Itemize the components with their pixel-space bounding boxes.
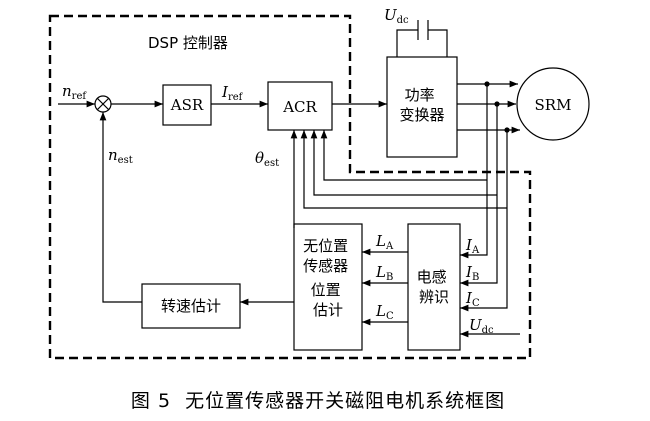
dsp-boundary	[48, 14, 532, 360]
label-l-b: LB	[375, 263, 393, 283]
label-i-a: IA	[465, 236, 480, 256]
asr-label: ASR	[170, 96, 204, 114]
inductance-identification-block	[407, 223, 461, 351]
inductance-identification-label: 电感 辨识	[417, 268, 452, 306]
figure-caption: 图 5 无位置传感器开关磁阻电机系统框图	[0, 386, 650, 413]
label-l-c: LC	[375, 302, 394, 322]
srm-motor	[516, 67, 590, 141]
position-estimator-label: 无位置 传感器 位置 估计	[303, 237, 353, 319]
label-l-a: LA	[375, 232, 394, 252]
power-converter-label: 功率 变换器	[399, 86, 444, 124]
summing-junction	[94, 95, 112, 113]
label-i-c: IC	[465, 289, 480, 309]
srm-block-diagram: DSP 控制器 nref ASR Iref ACR 功率 变换器 Udc SR	[48, 6, 590, 360]
figure-title: 无位置传感器开关磁阻电机系统框图	[185, 390, 506, 412]
dc-capacitor	[396, 20, 448, 57]
label-i-ref: Iref	[221, 83, 244, 103]
label-i-b: IB	[465, 263, 479, 283]
label-u-dc-bottom: Udc	[469, 316, 494, 336]
label-theta-est: θest	[255, 149, 279, 169]
speed-estimator-label: 转速估计	[161, 297, 221, 315]
acr-label: ACR	[282, 98, 317, 116]
label-n-ref: nref	[62, 82, 87, 102]
srm-label: SRM	[535, 96, 572, 114]
label-u-dc-top: Udc	[384, 6, 409, 26]
power-converter-block	[386, 56, 458, 158]
dsp-label: DSP 控制器	[148, 34, 228, 52]
label-n-est: nest	[108, 146, 133, 166]
position-estimator-block	[293, 223, 363, 351]
acr-block	[267, 81, 333, 131]
speed-estimator-block	[141, 283, 241, 329]
asr-block	[162, 84, 212, 126]
figure-number: 图 5	[130, 390, 172, 412]
